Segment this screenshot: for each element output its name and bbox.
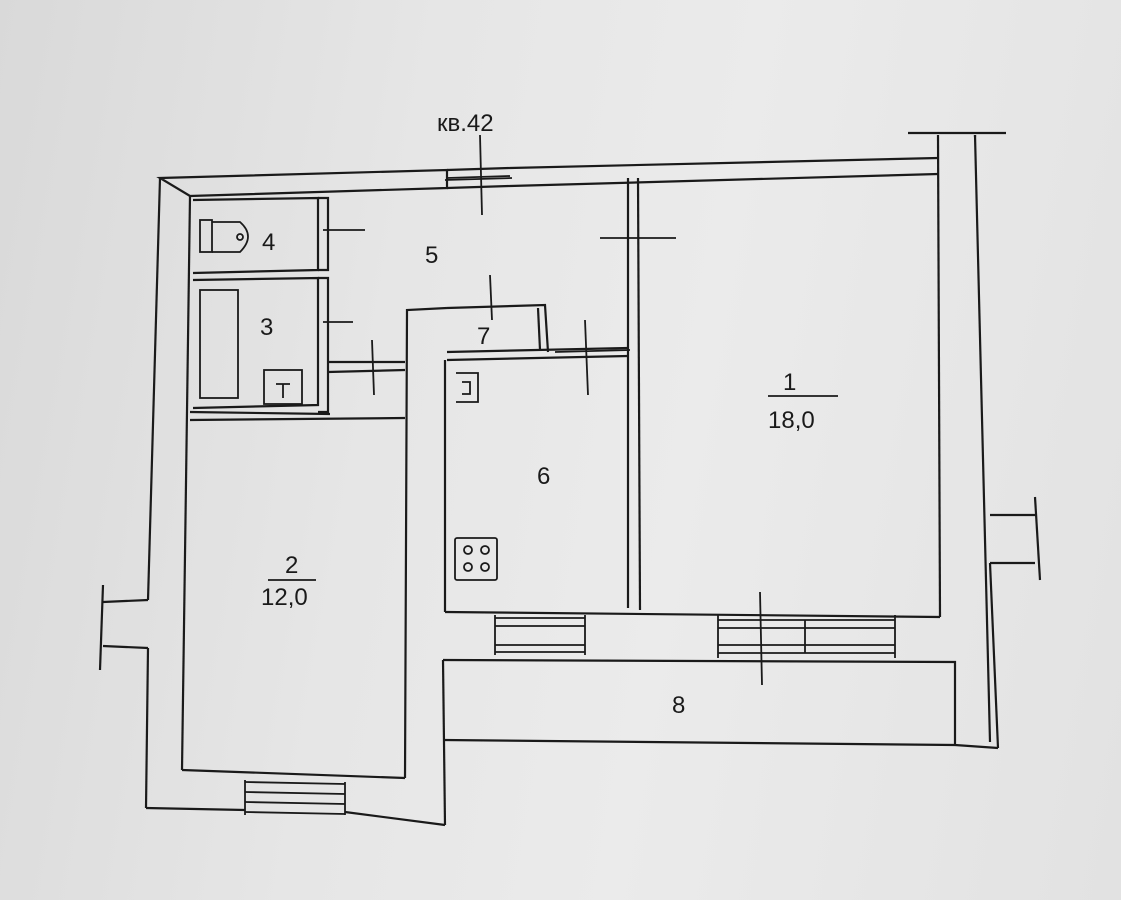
exterior-walls [98,131,1042,827]
labels: кв.42 1 18,0 2 12,0 3 4 5 6 7 8 [260,110,838,719]
apartment-label: кв.42 [437,110,494,137]
room-5-number: 5 [425,242,438,269]
room-2-number: 2 [285,552,298,579]
room-4-number: 4 [262,229,275,256]
room-6-number: 6 [537,463,550,490]
room-8-number: 8 [672,692,685,719]
door-markers [323,134,763,686]
interior-partitions [189,177,642,612]
room-1-number: 1 [783,369,796,396]
room-1-area: 18,0 [768,407,815,434]
windows [244,175,896,815]
room-2-area: 12,0 [261,584,308,611]
room-7-number: 7 [477,323,490,350]
room-3-number: 3 [260,314,273,341]
